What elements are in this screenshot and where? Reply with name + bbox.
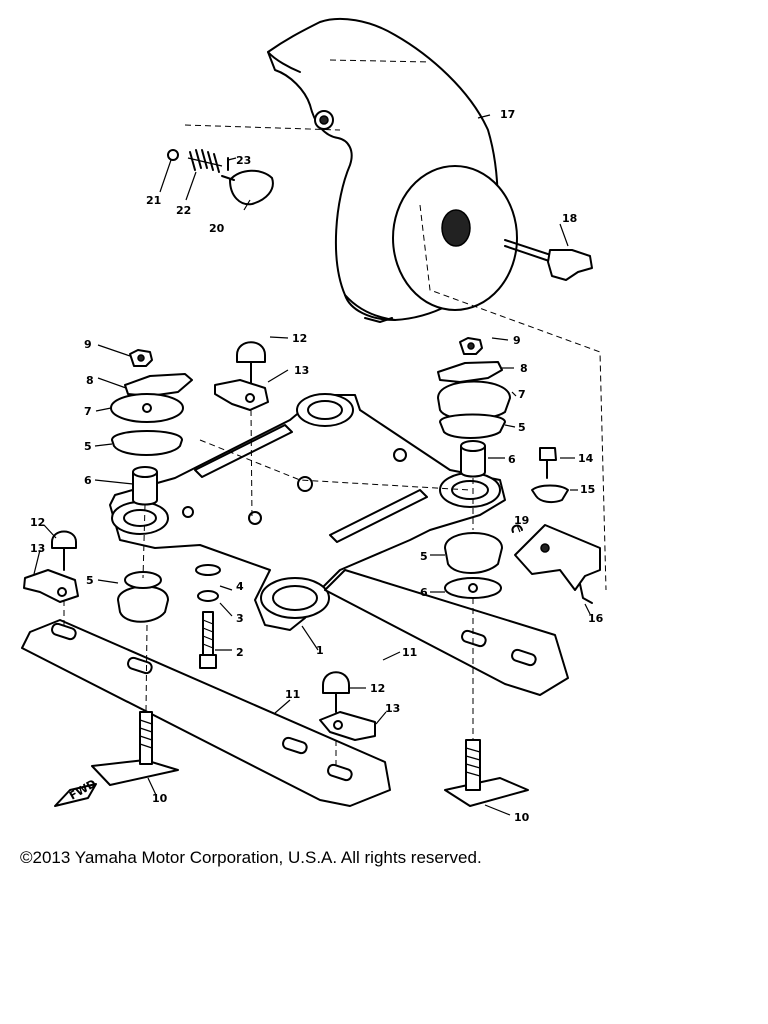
spring-22 — [187, 149, 223, 173]
callout-13-top: 13 — [294, 364, 309, 377]
callout-12-top: 12 — [292, 332, 307, 345]
callout-5-right: 5 — [518, 421, 526, 434]
callout-12-lower: 12 — [370, 682, 385, 695]
callout-6-right: 6 — [508, 453, 516, 466]
lower-bolt-plate — [319, 671, 376, 741]
callout-9-right: 9 — [513, 334, 521, 347]
leader-lines — [33, 114, 591, 816]
left-mount-stack — [110, 349, 193, 506]
callout-10-left: 10 — [152, 792, 168, 805]
parts-exploded-diagram: FWD — [21, 17, 607, 824]
callout-11-left: 11 — [285, 688, 300, 701]
callout-9-left: 9 — [84, 338, 92, 351]
main-frame-1 — [109, 393, 506, 631]
fwd-arrow-icon: FWD — [54, 777, 98, 807]
left-rubber-mount-5 — [117, 571, 169, 623]
callout-8-right: 8 — [520, 362, 528, 375]
callout-5-right-lower: 5 — [420, 550, 428, 563]
bracket-16 — [511, 524, 601, 604]
callout-6-right-lower: 6 — [420, 586, 428, 599]
center-top-bolt-stack — [214, 341, 269, 411]
callout-12-left: 12 — [30, 516, 45, 529]
wing-bolt-18 — [504, 239, 593, 281]
center-bolt-washers — [195, 564, 221, 669]
callout-20: 20 — [209, 222, 225, 235]
callout-3: 3 — [236, 612, 244, 625]
callout-6-left: 6 — [84, 474, 92, 487]
callout-13-left: 13 — [30, 542, 45, 555]
callout-17: 17 — [500, 108, 515, 121]
callout-7-right: 7 — [518, 388, 526, 401]
callout-7-left: 7 — [84, 405, 92, 418]
alignment-lines — [63, 59, 607, 770]
callout-13-lower: 13 — [385, 702, 400, 715]
cover-housing-17 — [267, 17, 518, 323]
callout-1: 1 — [316, 644, 324, 657]
callout-2: 2 — [236, 646, 244, 659]
copyright-notice: ©2013 Yamaha Motor Corporation, U.S.A. A… — [20, 848, 482, 867]
callout-18: 18 — [562, 212, 577, 225]
callout-21: 21 — [146, 194, 161, 207]
skid-plate-right-11 — [324, 569, 569, 696]
callout-22: 22 — [176, 204, 191, 217]
callout-10-right: 10 — [514, 811, 530, 824]
callout-4: 4 — [236, 580, 244, 593]
right-mount-stack — [437, 337, 511, 478]
right-rubber-mount — [444, 532, 503, 599]
stud-plate-left-10 — [91, 711, 179, 786]
right-bolt-14-15 — [531, 447, 569, 504]
callout-23: 23 — [236, 154, 251, 167]
callout-11-right: 11 — [402, 646, 417, 659]
callout-14: 14 — [578, 452, 594, 465]
callout-19: 19 — [514, 514, 529, 527]
callout-15: 15 — [580, 483, 595, 496]
spring-knob-hardware — [167, 149, 274, 206]
skid-plate-left-11 — [21, 619, 391, 807]
callout-5-left: 5 — [84, 440, 92, 453]
left-bolt-plate — [23, 530, 79, 603]
callout-labels: 17 18 23 21 22 20 9 8 7 5 6 12 13 9 8 7 … — [30, 108, 604, 824]
callout-16: 16 — [588, 612, 604, 625]
callout-5-lower: 5 — [86, 574, 94, 587]
callout-8-left: 8 — [86, 374, 94, 387]
stud-plate-right-10 — [444, 739, 529, 807]
